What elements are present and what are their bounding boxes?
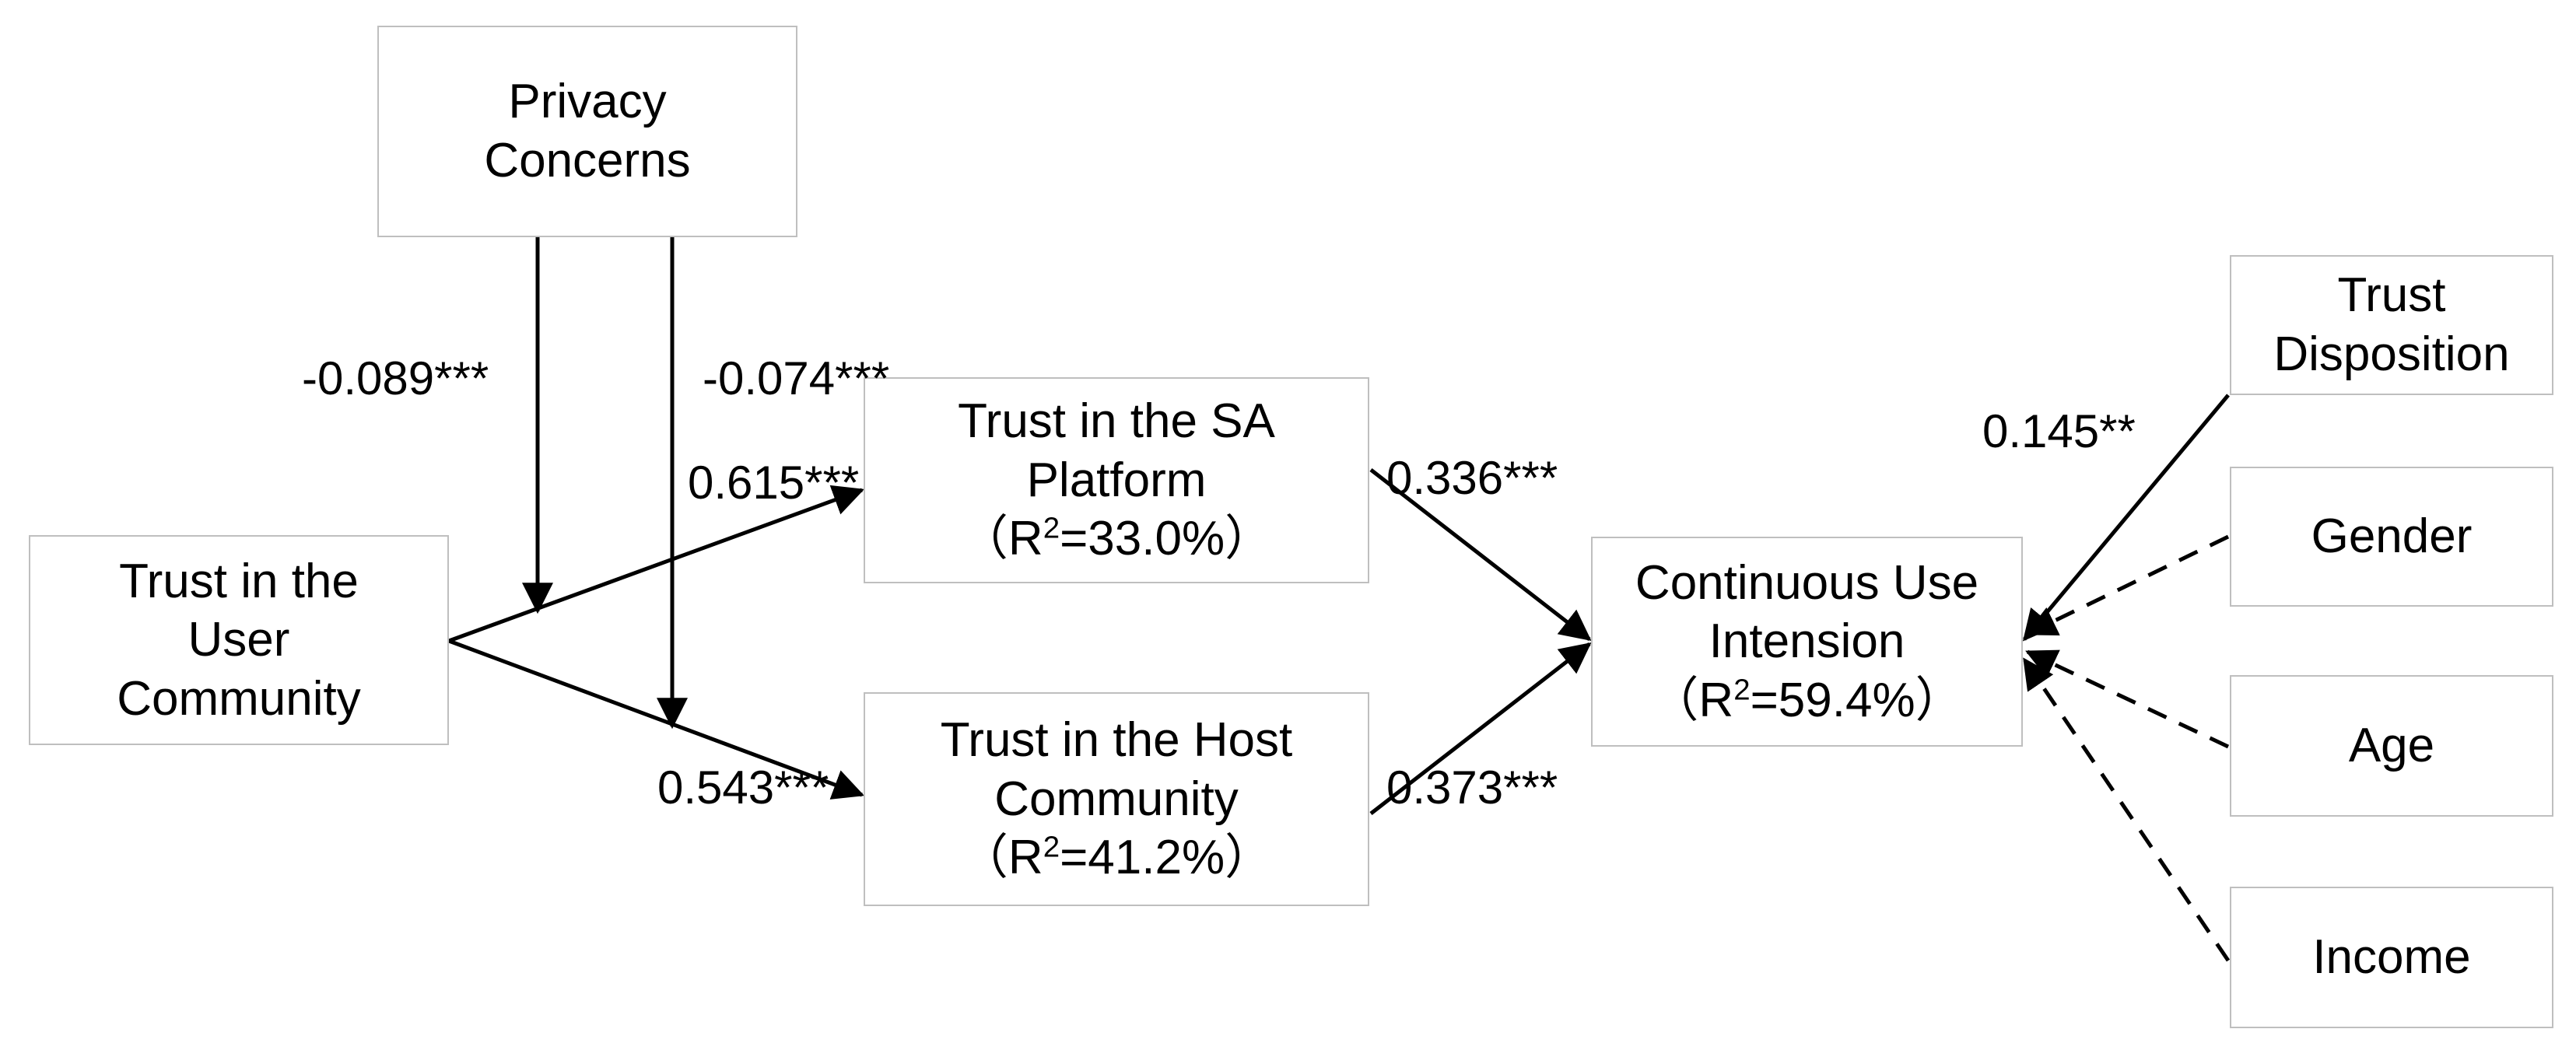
- r2-exponent: 2: [1043, 511, 1060, 545]
- node-continuous-use-intension-r2: （R2=59.4%）: [1628, 671, 1986, 730]
- r2-exponent: 2: [1043, 830, 1060, 864]
- edge-label-tuc-to-hc: 0.543***: [657, 761, 829, 814]
- edge-label-sa-to-cui: 0.336***: [1386, 452, 1558, 504]
- r2-suffix: =41.2%）: [1060, 831, 1274, 885]
- node-trust-sa-platform-r2: （R2=33.0%）: [950, 509, 1283, 569]
- r2-suffix: =33.0%）: [1060, 512, 1274, 566]
- edge-line-income-to-cui: [2022, 657, 2231, 962]
- node-trust-host-community-r2: （R2=41.2%）: [933, 828, 1301, 887]
- node-trust-sa-platform[interactable]: Trust in the SA Platform （R2=33.0%）: [864, 377, 1369, 583]
- node-trust-disposition[interactable]: Trust Disposition: [2230, 255, 2553, 395]
- node-trust-user-community-label: Trust in the User Community: [117, 554, 361, 726]
- node-privacy-concerns-label: Privacy Concerns: [484, 75, 691, 187]
- r2-prefix: （R: [959, 831, 1043, 885]
- edge-line-gender-to-cui: [2025, 534, 2230, 636]
- edge-line-age-to-cui: [2025, 649, 2230, 749]
- edge-label-pc-to-thc: -0.074***: [703, 352, 890, 404]
- node-gender[interactable]: Gender: [2230, 467, 2553, 607]
- node-trust-host-community[interactable]: Trust in the Host Community （R2=41.2%）: [864, 692, 1369, 906]
- node-privacy-concerns[interactable]: Privacy Concerns: [377, 26, 797, 237]
- edge-label-hc-to-cui: 0.373***: [1386, 761, 1558, 814]
- r2-prefix: （R: [959, 512, 1043, 566]
- edge-label-td-to-cui: 0.145**: [1982, 405, 2136, 457]
- node-income[interactable]: Income: [2230, 887, 2553, 1028]
- edge-label-pc-to-tuc: -0.089***: [302, 352, 489, 404]
- node-income-label: Income: [2312, 930, 2471, 985]
- edge-label-tuc-to-sa: 0.615***: [688, 457, 860, 509]
- edge-line-tuc-to-sa: [448, 485, 865, 643]
- node-trust-host-community-label: Trust in the Host Community: [940, 713, 1293, 826]
- node-continuous-use-intension-label: Continuous Use Intension: [1635, 555, 1979, 669]
- node-continuous-use-intension[interactable]: Continuous Use Intension （R2=59.4%）: [1591, 537, 2023, 747]
- r2-suffix: =59.4%）: [1750, 673, 1964, 727]
- node-age-label: Age: [2348, 719, 2435, 773]
- node-trust-sa-platform-label: Trust in the SA Platform: [958, 394, 1275, 507]
- r2-prefix: （R: [1650, 673, 1734, 727]
- node-gender-label: Gender: [2311, 509, 2473, 564]
- node-age[interactable]: Age: [2230, 675, 2553, 817]
- node-trust-disposition-label: Trust Disposition: [2273, 268, 2510, 381]
- r2-exponent: 2: [1733, 673, 1751, 707]
- node-trust-user-community[interactable]: Trust in the User Community: [29, 535, 449, 745]
